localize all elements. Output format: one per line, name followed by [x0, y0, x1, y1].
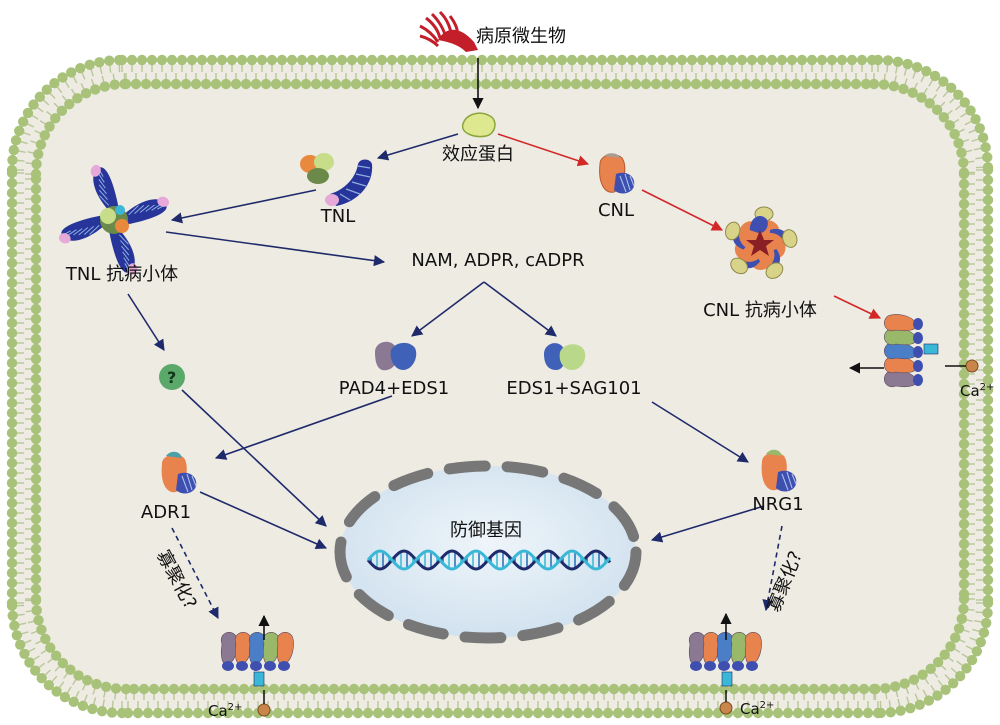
nucleus [334, 460, 642, 644]
tnl-icon [300, 153, 373, 206]
cnl-icon [599, 153, 635, 194]
arrow-sag101-nrg1 [651, 401, 749, 463]
eds1-sag101-label: EDS1+SAG101 [506, 378, 642, 399]
dna-icon [366, 549, 612, 571]
calcium-label-bottom-right: Ca2+ [740, 700, 774, 718]
arrow-unknown-genes [181, 389, 327, 527]
cell-membrane [6, 54, 994, 719]
eds1-sag101-icon [544, 343, 586, 370]
calcium-ion-icon [965, 359, 979, 373]
signaling-arrows [127, 58, 884, 640]
arrow-adr1-oligomer [171, 527, 219, 619]
unknown-component-label: ? [167, 368, 177, 387]
arrow-tnl-unknown [127, 293, 165, 351]
adr1-icon [161, 451, 197, 494]
pathogen-icon [419, 10, 478, 52]
adr1-label: ADR1 [140, 502, 192, 523]
calcium-ion-icon [719, 701, 733, 715]
arrow-signals-sag101 [483, 281, 557, 337]
tnl-resistosome-label: TNL 抗病小体 [65, 264, 179, 285]
arrow-signals-pad4 [411, 281, 485, 337]
cnl-label: CNL [597, 200, 635, 221]
calcium-charge: 2+ [979, 382, 995, 393]
arrow-effector-tnl [376, 133, 459, 161]
arrow-effector-cnl [497, 133, 590, 167]
arrow-nrg1-genes [650, 505, 765, 543]
effector-label: 效应蛋白 [442, 144, 514, 165]
calcium-charge: 2+ [759, 700, 775, 711]
membrane-pore-icon [688, 632, 762, 687]
arrow-tnl-resistosome [170, 189, 317, 224]
tnl-label: TNL [320, 206, 356, 227]
nrg1-icon [761, 449, 797, 492]
nrg1-label: NRG1 [752, 494, 804, 515]
calcium-ion-icon [257, 703, 271, 717]
calcium-label-right: Ca2+ [960, 382, 994, 400]
cnl-resistosome-label: CNL 抗病小体 [703, 300, 817, 321]
arrow-pad4-adr1 [214, 395, 393, 460]
arrow-cnl-resistosome [641, 189, 724, 231]
pad4-eds1-label: PAD4+EDS1 [338, 378, 450, 399]
pathogen-label: 病原微生物 [476, 26, 566, 47]
arrow-tnl-signals [165, 231, 386, 267]
signal-molecules-label: NAM, ADPR, cADPR [411, 250, 585, 271]
unknown-component-icon [159, 364, 185, 390]
tnl-resistosome-icon [58, 164, 170, 276]
pad4-eds1-icon [375, 341, 417, 371]
membrane-pore-icon [220, 632, 294, 687]
defense-genes-label: 防御基因 [450, 520, 522, 541]
calcium-label-bottom-left: Ca2+ [208, 702, 242, 720]
calcium-charge: 2+ [227, 702, 243, 713]
calcium-symbol: Ca [960, 382, 980, 400]
arrow-resistosome-pore [833, 295, 882, 319]
membrane-pore-icon [884, 314, 939, 388]
arrow-adr1-genes [199, 491, 328, 550]
calcium-symbol: Ca [208, 702, 228, 720]
effector-icon [461, 112, 496, 138]
cnl-resistosome-icon [724, 206, 798, 279]
calcium-symbol: Ca [740, 700, 760, 718]
